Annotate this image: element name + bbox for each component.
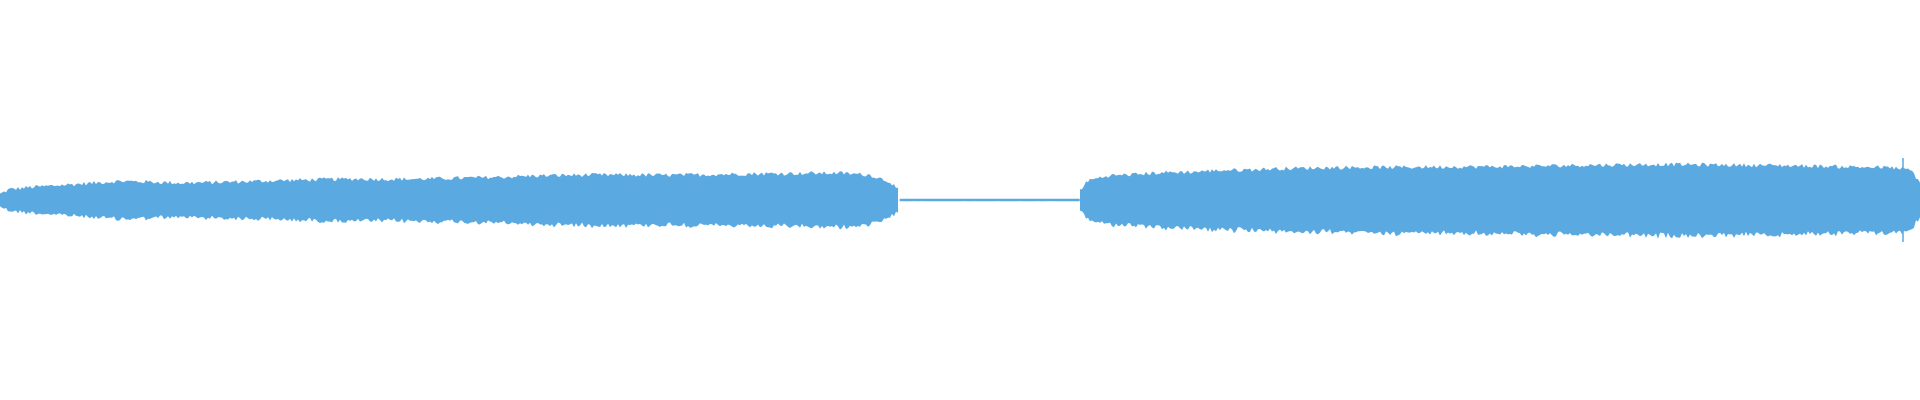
waveform-first-segment [0, 171, 898, 230]
waveform-second-segment [1080, 162, 1920, 239]
waveform-silent-gap [899, 198, 1080, 202]
